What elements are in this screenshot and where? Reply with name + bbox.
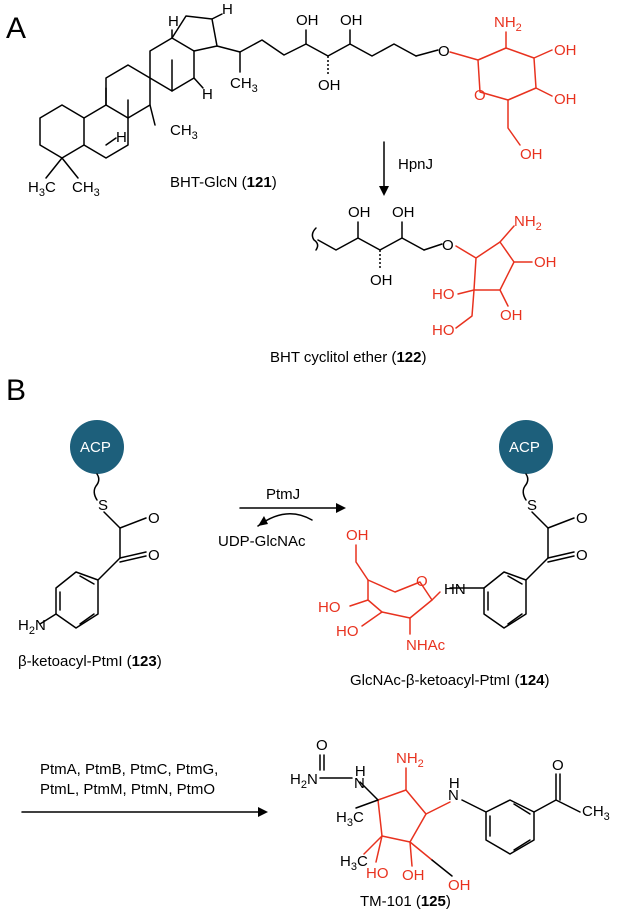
atom-nh2-cyclitol: NH2 xyxy=(514,213,542,233)
atom-h-2: H xyxy=(222,1,233,18)
atom-o-124-b: O xyxy=(576,547,588,564)
atom-o-urea: O xyxy=(316,737,328,754)
atom-oh-1: OH xyxy=(296,12,319,29)
atom-oh-cy-2: OH xyxy=(500,307,523,324)
atom-h-1: H xyxy=(168,13,179,30)
atom-ch3-acetyl: CH3 xyxy=(582,803,610,823)
atom-hn-124: HN xyxy=(444,581,466,598)
atom-h3c-gem: H3C xyxy=(28,179,56,199)
atom-nh-urea: NH xyxy=(354,763,366,792)
atom-hn-aryl: NH xyxy=(448,775,460,804)
atom-nh2-125: NH2 xyxy=(396,750,424,770)
atom-o-ring: O xyxy=(474,87,486,104)
atom-oh-sugar-1: OH xyxy=(554,42,577,59)
compound-label-123: β-ketoacyl-PtmI (123) xyxy=(18,653,162,670)
atom-o-glcnac-ring: O xyxy=(416,573,428,590)
atom-oh-3: OH xyxy=(318,77,341,94)
acp-label-123: ACP xyxy=(80,439,111,456)
atom-ch3-gem: CH3 xyxy=(72,179,100,199)
tm101-structure xyxy=(319,754,581,877)
arrow-ptm-enzymes xyxy=(21,807,268,817)
atom-oh-c1: OH xyxy=(348,204,371,221)
atom-nh2-sugar: NH2 xyxy=(494,14,522,34)
atom-oh-125-1: OH xyxy=(402,867,425,884)
atom-oh-sugar-2: OH xyxy=(554,91,577,108)
bht-glcn-structure xyxy=(39,13,553,179)
panel-label-b: B xyxy=(6,374,26,407)
atom-h-4: H xyxy=(116,129,127,146)
atom-oh-125-2: OH xyxy=(448,877,471,894)
glcnac-ketoacyl-ptmi-structure xyxy=(349,420,575,635)
atom-h3c-2: H3C xyxy=(340,853,368,873)
atom-oh-sugar-3: OH xyxy=(520,146,543,163)
atom-ho-125-1: HO xyxy=(366,865,389,882)
arrow-ptmj xyxy=(239,503,346,527)
compound-label-122: BHT cyclitol ether (122) xyxy=(270,349,426,366)
enzyme-label-line1: PtmA, PtmB, PtmC, PtmG, xyxy=(40,761,218,778)
acp-label-124: ACP xyxy=(509,439,540,456)
enzyme-label-hpnj: HpnJ xyxy=(398,156,433,173)
cosubstrate-label-udp-glcnac: UDP-GlcNAc xyxy=(218,533,306,550)
atom-o-ether-2: O xyxy=(442,237,454,254)
atom-h2n-123: H2N xyxy=(18,617,46,637)
atom-s-124: S xyxy=(527,497,537,514)
compound-label-124: GlcNAc-β-ketoacyl-PtmI (124) xyxy=(350,672,550,689)
atom-oh-c3: OH xyxy=(370,272,393,289)
atom-oh-glcnac-6: OH xyxy=(346,527,369,544)
atom-ho-cy-1: HO xyxy=(432,286,455,303)
atom-oh-cy-1: OH xyxy=(534,254,557,271)
atom-oh-2: OH xyxy=(340,12,363,29)
ketoacyl-ptmi-structure xyxy=(39,420,147,629)
atom-o-123-b: O xyxy=(148,547,160,564)
atom-oh-c2: OH xyxy=(392,204,415,221)
panel-label-a: A xyxy=(6,12,26,45)
enzyme-label-ptmj: PtmJ xyxy=(266,486,300,503)
atom-h-3: H xyxy=(202,86,213,103)
atom-nhac-glcnac: NHAc xyxy=(406,637,446,654)
atom-h3c-1: H3C xyxy=(336,809,364,829)
atom-ch3-side: CH3 xyxy=(230,75,258,95)
atom-o-acetyl: O xyxy=(552,757,564,774)
atom-o-123-a: O xyxy=(148,510,160,527)
atom-ho-glcnac-4: HO xyxy=(318,599,341,616)
bht-cyclitol-structure xyxy=(311,221,533,329)
atom-ho-cy-2: HO xyxy=(432,322,455,339)
atom-o-124-a: O xyxy=(576,510,588,527)
compound-label-125: TM-101 (125) xyxy=(360,893,451,910)
atom-h2n-125: H2N xyxy=(290,771,318,791)
atom-o-ether: O xyxy=(438,43,450,60)
atom-ho-glcnac-3: HO xyxy=(336,623,359,640)
atom-s-123: S xyxy=(98,497,108,514)
atom-ch3-angular: CH3 xyxy=(170,122,198,142)
arrow-hpnj xyxy=(379,141,389,196)
compound-label-121: BHT-GlcN (121) xyxy=(170,174,277,191)
enzyme-label-line2: PtmL, PtmM, PtmN, PtmO xyxy=(40,781,215,798)
